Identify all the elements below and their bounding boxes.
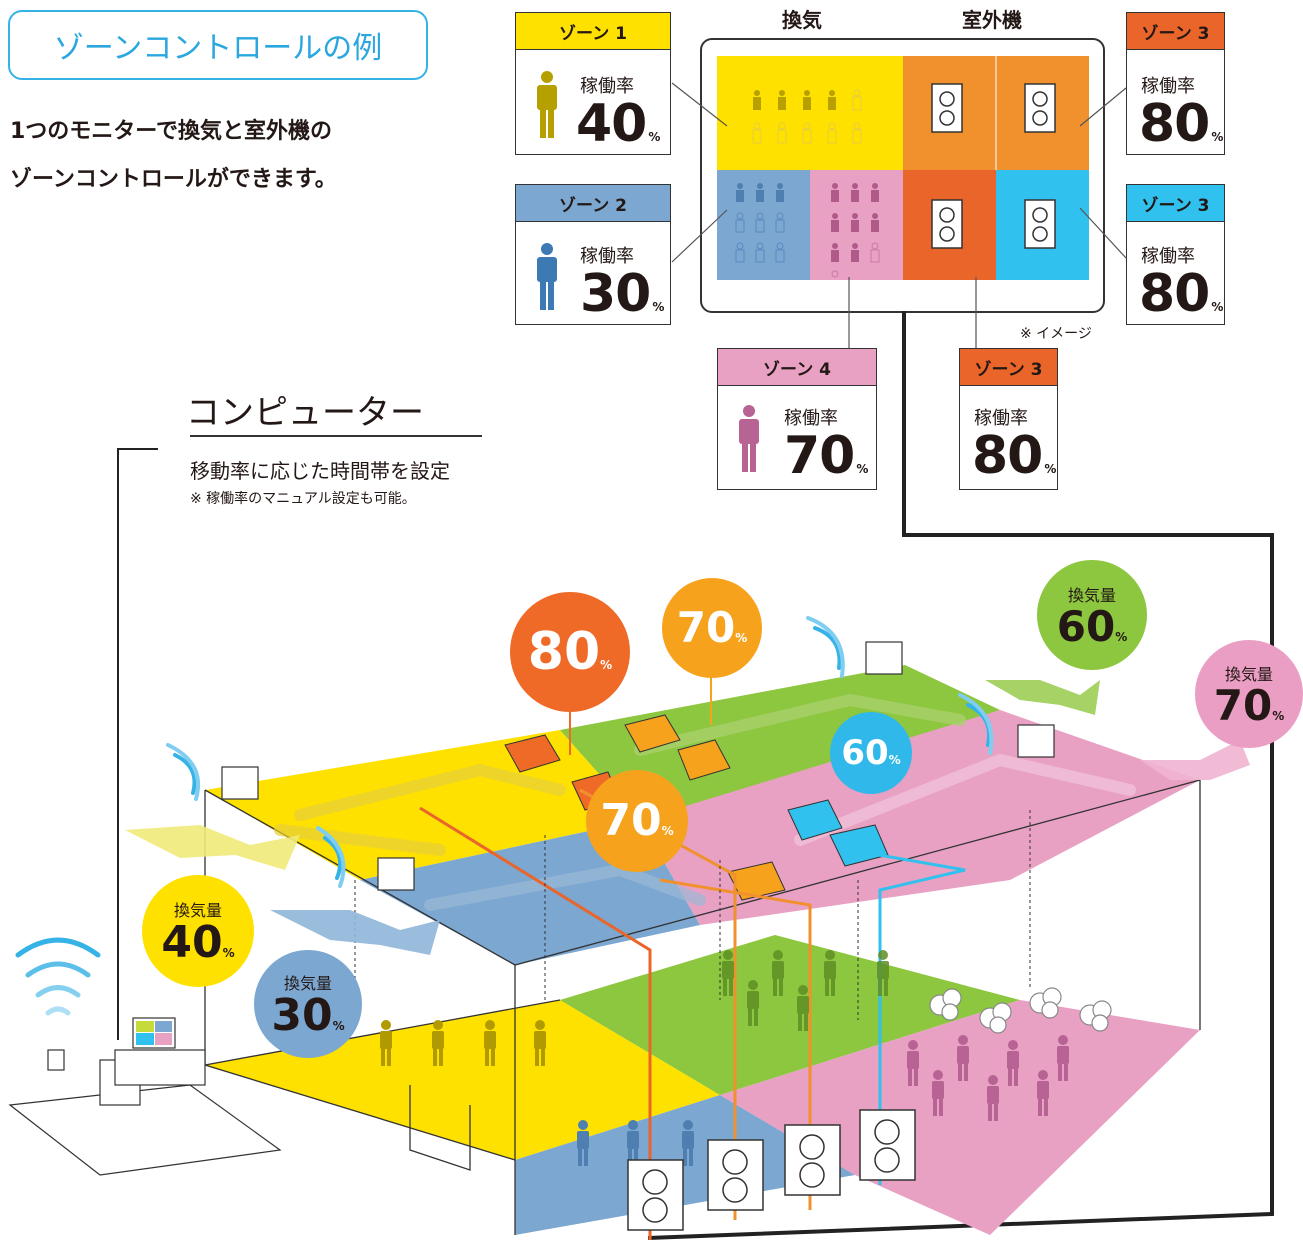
ventilation-volume-bubble: 換気量 30%	[254, 950, 362, 1058]
person-icon	[831, 183, 880, 278]
ventilation-volume-bubble: 換気量 70%	[1195, 640, 1303, 748]
ventilation-column-label: 換気	[782, 8, 822, 32]
outdoor-unit-icon	[931, 83, 1056, 249]
rate-value: 70%	[784, 426, 868, 486]
zone-card-header: ゾーン 2	[516, 185, 670, 222]
thought-cloud-icon	[929, 987, 1112, 1034]
section-title: ゾーンコントロールの例	[8, 10, 428, 80]
airflow-arrow-icon	[125, 680, 1250, 955]
rate-value: 80%	[972, 426, 1056, 486]
outdoor-rate-bubble: 70%	[662, 578, 762, 678]
rate-value: 80%	[1139, 264, 1223, 324]
rate-label: 稼働率	[784, 408, 838, 429]
wifi-icon	[166, 616, 994, 888]
person-icon	[752, 89, 862, 144]
rate-label: 稼働率	[580, 246, 634, 267]
person-icon	[577, 1120, 694, 1166]
zone-card-header: ゾーン 3	[1127, 185, 1224, 222]
zone-card-header: ゾーン 4	[718, 349, 876, 386]
ventilation-volume-bubble: 換気量 40%	[142, 875, 254, 987]
person-icon	[739, 405, 759, 472]
desk-pc-icon	[8, 1017, 282, 1176]
zone-card-1: ゾーン 1 稼働率 40%	[515, 12, 671, 155]
person-icon	[380, 1020, 546, 1066]
person-icon	[537, 243, 557, 310]
person-icon	[722, 950, 889, 1031]
zone-card-4: ゾーン 4 稼働率 70%	[717, 348, 877, 490]
rate-value: 80%	[1139, 94, 1223, 154]
rate-label: 稼働率	[974, 408, 1028, 429]
image-note: ※ イメージ	[1020, 326, 1092, 342]
zone-card-header: ゾーン 1	[516, 13, 670, 50]
intro-text: 1つのモニターで換気と室外機の ゾーンコントロールができます。	[10, 108, 450, 204]
computer-divider	[190, 435, 482, 437]
outdoor-rate-bubble: 80%	[510, 592, 630, 712]
outdoor-unit-icon	[627, 1109, 916, 1231]
rate-value: 30%	[580, 264, 664, 324]
ventilation-unit-icon	[221, 641, 1055, 891]
computer-note: ※ 稼働率のマニュアル設定も可能。	[190, 491, 416, 507]
rate-label: 稼働率	[1141, 76, 1195, 97]
zone-card-header: ゾーン 3	[1127, 13, 1224, 50]
monitor-screen	[700, 38, 1105, 313]
rate-label: 稼働率	[1141, 246, 1195, 267]
computer-description: 移動率に応じた時間帯を設定	[190, 459, 450, 483]
outdoor-rate-bubble: 70%	[586, 770, 688, 872]
rate-label: 稼働率	[580, 76, 634, 97]
person-icon	[735, 183, 785, 263]
person-icon	[537, 71, 557, 138]
zone-card-header: ゾーン 3	[960, 349, 1057, 386]
wifi-icon	[15, 937, 101, 1016]
monitor-zone1-block	[717, 56, 903, 170]
ventilation-volume-bubble: 換気量 60%	[1037, 560, 1147, 670]
zone-card-2: ゾーン 2 稼働率 30%	[515, 184, 671, 325]
intro-line-1: 1つのモニターで換気と室外機の	[10, 119, 332, 144]
outdoor-rate-bubble: 60%	[830, 712, 912, 794]
zone-card-3-top: ゾーン 3 稼働率 80%	[1126, 12, 1225, 155]
intro-line-2: ゾーンコントロールができます。	[10, 167, 337, 192]
zone-card-3-right: ゾーン 3 稼働率 80%	[1126, 184, 1225, 325]
outdoor-unit-column-label: 室外機	[962, 8, 1022, 32]
person-icon	[907, 1035, 1069, 1121]
zone-card-3-lower: ゾーン 3 稼働率 80%	[959, 348, 1058, 490]
rate-value: 40%	[576, 94, 660, 154]
computer-title: コンピューター	[186, 393, 424, 433]
